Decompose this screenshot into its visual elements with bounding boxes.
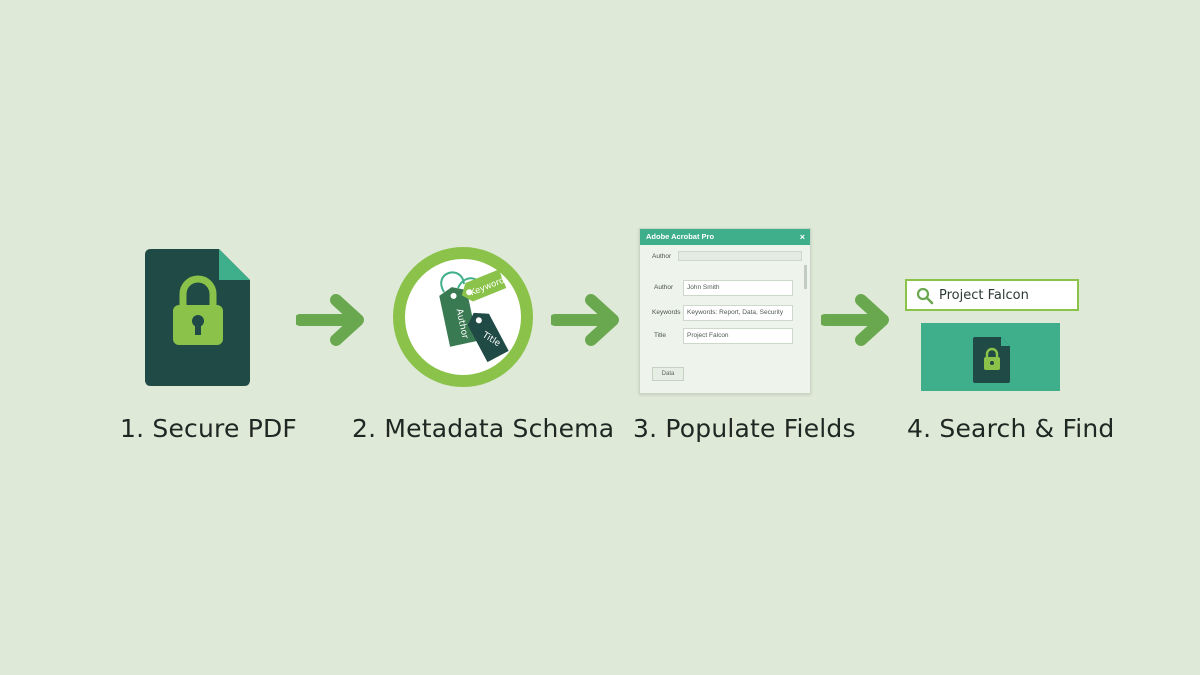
lock-icon [984, 347, 1000, 370]
secure-pdf-icon [145, 249, 250, 386]
step-2-label: 2. Metadata Schema [352, 414, 615, 443]
top-field-label: Author [652, 253, 672, 260]
data-button[interactable]: Data [652, 367, 684, 381]
scrollbar[interactable] [804, 265, 807, 289]
window-title: Adobe Acrobat Pro [646, 232, 715, 241]
keywords-field[interactable]: Keywords: Report, Data, Security [683, 305, 793, 321]
metadata-tags-icon: Author Keyword Title [393, 247, 533, 387]
secure-pdf-icon [973, 337, 1010, 383]
top-field-input[interactable] [678, 251, 802, 261]
document-properties-window: Adobe Acrobat Pro × Author Author John S… [639, 228, 811, 394]
arrow-right-icon [821, 294, 889, 346]
search-input[interactable]: Project Falcon [905, 279, 1079, 311]
tag-icon: Title [467, 312, 509, 363]
lock-icon [173, 275, 223, 345]
title-label: Title [654, 332, 667, 339]
close-icon[interactable]: × [799, 232, 805, 242]
tag-icon: Author [439, 287, 478, 347]
keywords-label: Keywords [652, 309, 681, 316]
arrow-right-icon [551, 294, 619, 346]
arrow-right-icon [296, 294, 364, 346]
author-field[interactable]: John Smith [683, 280, 793, 296]
author-label: Author [654, 284, 674, 291]
search-query: Project Falcon [939, 288, 1029, 303]
search-result-card[interactable] [921, 323, 1060, 391]
search-icon [916, 287, 934, 305]
title-field[interactable]: Project Falcon [683, 328, 793, 344]
step-3-label: 3. Populate Fields [633, 414, 856, 443]
step-4-label: 4. Search & Find [907, 414, 1115, 443]
window-title-bar: Adobe Acrobat Pro × [640, 229, 810, 245]
step-1-label: 1. Secure PDF [120, 414, 298, 443]
